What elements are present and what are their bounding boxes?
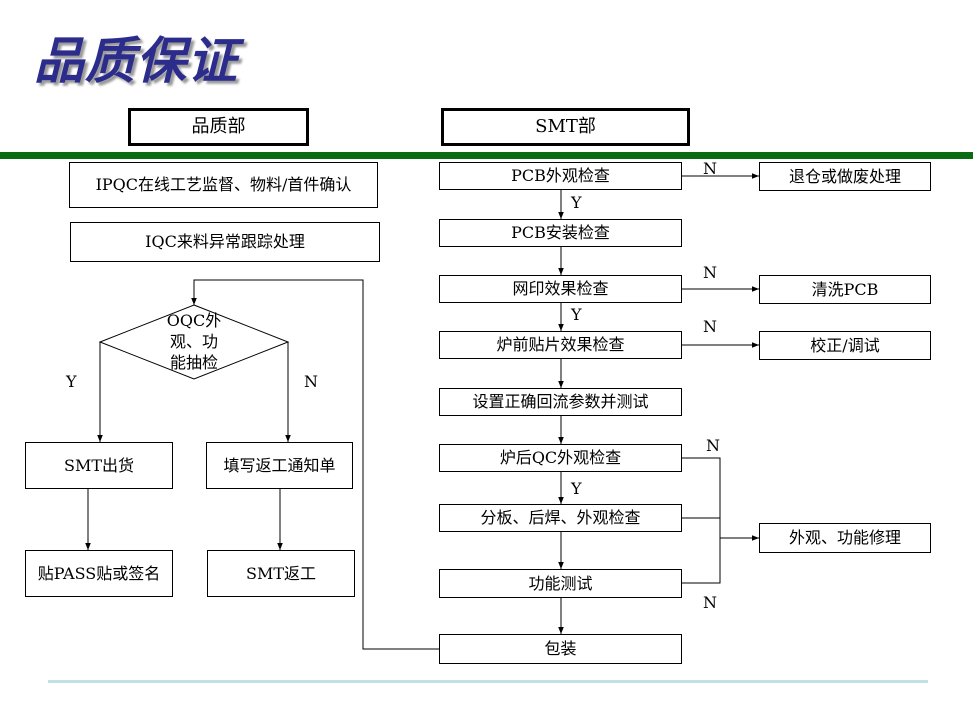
iqc-box: IQC来料异常跟踪处理 xyxy=(70,222,380,262)
label-n-s4: N xyxy=(703,317,717,336)
step-function-test: 功能测试 xyxy=(439,569,682,598)
outcome-clean-pcb: 清洗PCB xyxy=(759,275,931,304)
label-y-s6: Y xyxy=(571,479,582,498)
edge-s8-repair xyxy=(682,538,721,584)
quality-dept-header: 品质部 xyxy=(128,108,309,146)
label-y-s1: Y xyxy=(571,193,582,212)
smt-dept-header: SMT部 xyxy=(441,108,690,146)
oqc-yes-label: Y xyxy=(66,372,77,391)
label-n-s3: N xyxy=(703,263,717,282)
oqc-decision-label: OQC外 观、功 能抽检 xyxy=(144,310,244,373)
edge-s6-repair xyxy=(682,457,721,538)
step-packaging: 包装 xyxy=(439,634,682,664)
outcome-calibrate: 校正/调试 xyxy=(759,331,931,360)
label-n-s8: N xyxy=(703,593,717,612)
edge-pack-to-oqc xyxy=(191,279,440,650)
outcome-repair: 外观、功能修理 xyxy=(759,523,931,553)
label-y-s3: Y xyxy=(571,305,582,324)
oqc-decision-diamond xyxy=(98,304,290,380)
oqc-line-1: OQC外 xyxy=(166,311,222,330)
pass-sign-box: 贴PASS贴或签名 xyxy=(25,550,173,597)
step-pcb-install: PCB安装检查 xyxy=(439,219,682,247)
smt-ship-box: SMT出货 xyxy=(25,442,173,489)
ipqc-box: IPQC在线工艺监督、物料/首件确认 xyxy=(69,162,378,208)
label-n-s6: N xyxy=(706,436,720,455)
oqc-no-label: N xyxy=(304,372,318,391)
oqc-line-3: 能抽检 xyxy=(169,353,218,372)
step-pre-reflow-placement: 炉前贴片效果检查 xyxy=(439,331,682,359)
step-reflow-params: 设置正确回流参数并测试 xyxy=(439,388,682,416)
footer-line xyxy=(48,680,928,683)
step-screen-print: 网印效果检查 xyxy=(439,275,682,303)
oqc-line-2: 观、功 xyxy=(169,332,218,351)
fill-rework-box: 填写返工通知单 xyxy=(206,442,353,489)
header-divider xyxy=(0,152,973,159)
smt-rework-box: SMT返工 xyxy=(207,550,355,597)
step-post-reflow-qc: 炉后QC外观检查 xyxy=(439,444,682,472)
page-title: 品质保证 xyxy=(34,32,238,90)
step-pcb-appearance: PCB外观检查 xyxy=(439,162,682,190)
step-depanel-solder: 分板、后焊、外观检查 xyxy=(439,504,682,532)
outcome-return-scrap: 退仓或做废处理 xyxy=(759,162,931,191)
label-n-s1: N xyxy=(703,159,717,178)
